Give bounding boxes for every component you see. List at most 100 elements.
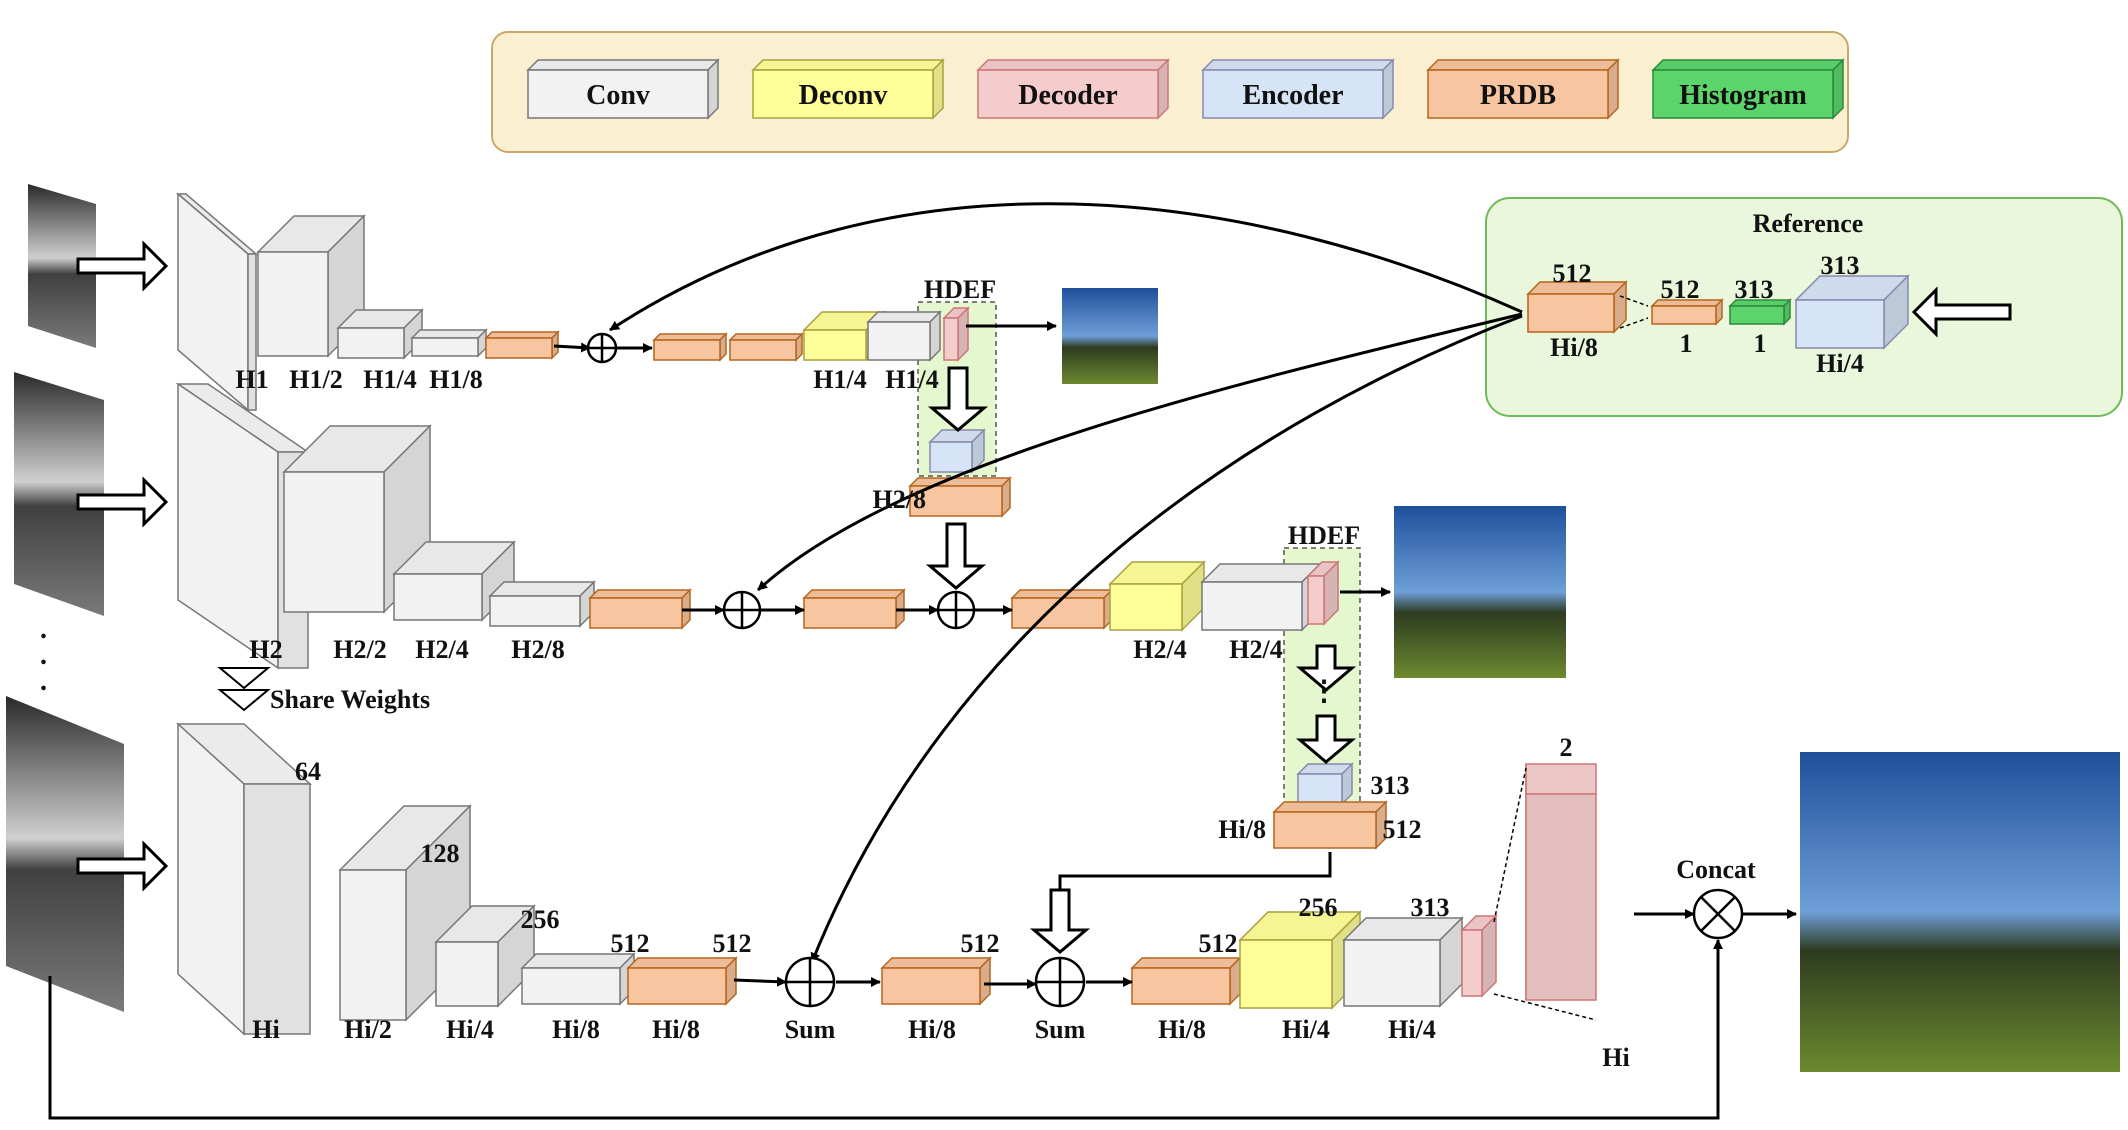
dimension-label: Hi/2 <box>344 1015 392 1044</box>
ref-encoder <box>1794 274 1910 350</box>
h2-8-label: H2/8 <box>873 485 926 514</box>
hdef-down-arrow-3 <box>1295 714 1357 764</box>
sum-operator <box>586 332 618 364</box>
prdb-1 <box>484 330 560 360</box>
dimension-label: H1/4 <box>885 365 938 394</box>
prdb-r2-1 <box>588 588 692 630</box>
legend-label: Deconv <box>799 80 888 111</box>
share-weights-label: Share Weights <box>270 685 430 714</box>
sum-operator <box>722 590 762 630</box>
input-arrow-3 <box>76 840 169 892</box>
legend-label: Decoder <box>1018 80 1118 111</box>
prdb-r3-1 <box>626 956 738 1006</box>
hollow-arrows <box>76 240 2012 954</box>
sum-operator <box>1034 956 1086 1008</box>
input-arrow-2 <box>76 476 169 528</box>
dimension-label: 512 <box>611 929 650 958</box>
conv-hi-4 <box>434 904 536 1008</box>
dimension-label: H1/4 <box>363 365 416 394</box>
hi8-label-hdef: Hi/8 <box>1218 815 1266 844</box>
final-output-image <box>1800 752 2120 1072</box>
sum-operator <box>936 590 976 630</box>
prdb-hi-8 <box>1272 800 1388 850</box>
conv-hi-8 <box>520 952 636 1006</box>
legend-label: Conv <box>586 80 650 111</box>
decoder-1 <box>942 306 970 362</box>
conv-hi <box>176 722 312 1036</box>
dimension-label: H2/8 <box>511 635 564 664</box>
dimension-label: Hi/8 <box>652 1015 700 1044</box>
prdb-r2-3 <box>1010 588 1114 630</box>
input-image-1 <box>28 184 96 348</box>
conv-h1-8 <box>410 328 488 358</box>
concat-label: Concat <box>1676 855 1756 884</box>
decoder-big <box>1525 763 1597 1001</box>
dimension-label: Hi <box>1602 1043 1629 1072</box>
hdef-down-arrow-2 <box>1295 644 1357 692</box>
dimension-label: Hi/8 <box>552 1015 600 1044</box>
ref-prdb-2 <box>1650 298 1724 326</box>
dimension-label: 512 <box>961 929 1000 958</box>
decoder-2 <box>1306 560 1340 626</box>
ref-histogram <box>1728 298 1792 326</box>
ellipsis-3: . <box>40 666 47 697</box>
encoder-1 <box>928 428 986 474</box>
conv-h2-4b <box>1200 562 1322 632</box>
conv-h1-4 <box>336 308 424 360</box>
conv-h1-4b <box>866 310 942 362</box>
images <box>6 184 2120 1072</box>
ellipsis-1: . <box>40 614 47 645</box>
arrow <box>733 976 787 987</box>
dimension-label: 128 <box>421 839 460 868</box>
row2-down-arrow <box>925 522 987 590</box>
operators <box>586 332 1744 1008</box>
vertical-dots: ⋮ <box>1310 676 1338 707</box>
legend-label: Encoder <box>1242 80 1343 111</box>
dimension-label: H2/4 <box>415 635 468 664</box>
output-image-2 <box>1394 506 1566 678</box>
dimension-label: 313 <box>1821 251 1860 280</box>
dimension-label: H2/2 <box>333 635 386 664</box>
sum-label-1: Sum <box>785 1015 836 1044</box>
sum-operator <box>784 956 836 1008</box>
dimension-label: Hi/4 <box>446 1015 494 1044</box>
sum-label-2: Sum <box>1035 1015 1086 1044</box>
dimension-label: 1 <box>1680 329 1693 358</box>
dimension-label: H2 <box>249 635 282 664</box>
legend-item-decoder: Decoder <box>976 58 1170 120</box>
prdb-3 <box>728 332 804 362</box>
conv-h2-4 <box>392 540 516 622</box>
dimension-label: 512 <box>1553 259 1592 288</box>
prdb-r3-3 <box>1130 956 1242 1006</box>
legend-item-histogram: Histogram <box>1651 58 1845 120</box>
dimension-label: 256 <box>1299 893 1338 922</box>
output-image-1 <box>1062 288 1158 384</box>
dimension-label: 1 <box>1754 329 1767 358</box>
decoder-3 <box>1460 914 1498 998</box>
legend-item-encoder: Encoder <box>1201 58 1395 120</box>
projection-line <box>1493 767 1527 923</box>
projection-line <box>1619 295 1649 307</box>
hdef-label-1: HDEF <box>924 275 996 304</box>
dimension-label: Hi/8 <box>1158 1015 1206 1044</box>
dimension-label: 512 <box>1661 275 1700 304</box>
conv-hi-4b <box>1342 916 1464 1008</box>
dimension-label: 256 <box>521 905 560 934</box>
deconv-hi-4 <box>1238 910 1362 1010</box>
reference-arrow-row1 <box>609 202 1523 332</box>
share-weights-symbol <box>217 667 271 712</box>
connections <box>48 202 1797 1120</box>
encoder-2 <box>1296 762 1354 806</box>
dimension-label: 512 <box>1199 929 1238 958</box>
projection-line <box>1619 317 1649 329</box>
hdef-label-2: HDEF <box>1288 521 1360 550</box>
dimension-label: Hi <box>252 1015 279 1044</box>
dimension-label: 512 <box>713 929 752 958</box>
dimension-label: H2/4 <box>1229 635 1282 664</box>
dimension-label: Hi/8 <box>1550 333 1598 362</box>
dimension-label: 64 <box>295 757 321 786</box>
dimension-label: Hi/4 <box>1816 349 1864 378</box>
dimension-label: 2 <box>1560 733 1573 762</box>
